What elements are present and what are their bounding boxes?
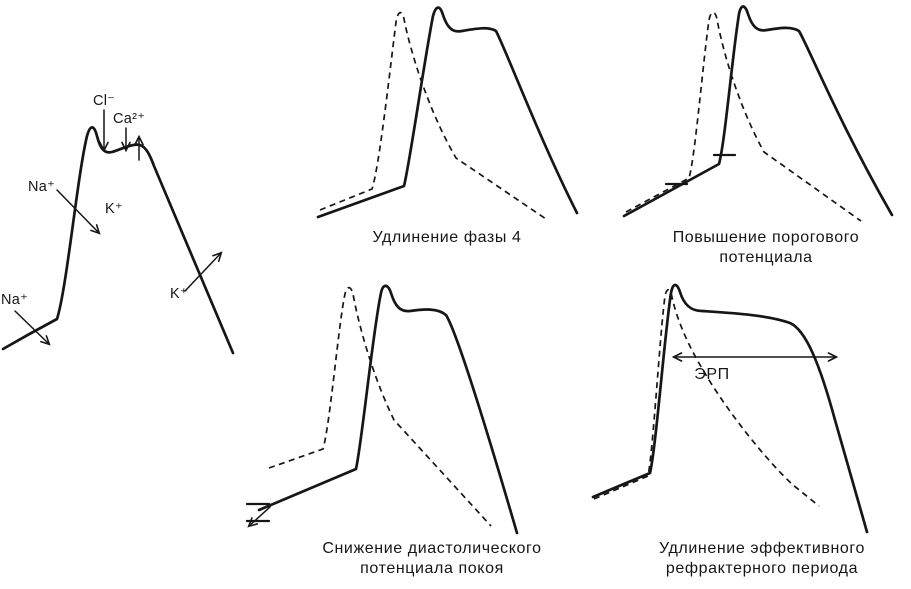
ap-curve-dashed-erp	[593, 288, 820, 507]
ap-curve-solid-erp	[591, 283, 869, 534]
ap-curve-dashed-phase4	[319, 11, 547, 220]
k-phase1-label: K⁺	[105, 201, 123, 217]
caption-resting-line2: потенциала покоя	[360, 560, 504, 577]
panel-phase4-prolongation: Удлинение фазы 4	[316, 6, 579, 246]
panel-resting-potential-lowering: Снижение диастолического потенциала поко…	[245, 284, 541, 577]
caption-resting-line1: Снижение диастолического	[322, 540, 541, 557]
panel-erp-prolongation: ЭРП Удлинение эффективного рефрактерного…	[591, 283, 869, 577]
ap-curve-solid-threshold	[622, 5, 894, 218]
ap-curve-dashed-threshold	[625, 11, 862, 222]
na-phase0-label: Na⁺	[28, 179, 55, 195]
ap-curve-solid-phase4	[316, 6, 579, 219]
caption-threshold-line2: потенциала	[719, 249, 812, 266]
cl-label: Cl⁻	[93, 93, 115, 109]
caption-erp-line1: Удлинение эффективного	[659, 540, 865, 557]
erp-span-label: ЭРП	[694, 366, 729, 383]
na-rest-label: Na⁺	[1, 292, 28, 308]
k-efflux-arrow	[184, 251, 223, 292]
k-phase3-label: K⁺	[170, 286, 188, 302]
panel-threshold-elevation: Повышение порогового потенциала	[622, 5, 894, 266]
resting-shift-arrow	[247, 506, 271, 528]
ap-curve-solid-resting	[257, 284, 519, 535]
ap-curve-dashed-resting	[268, 286, 492, 527]
ca-label: Ca²⁺	[113, 111, 145, 127]
na-rest-arrow	[14, 310, 51, 346]
caption-phase4: Удлинение фазы 4	[372, 229, 521, 246]
na-influx-arrow	[56, 189, 101, 235]
panel-ion-currents: Cl⁻ Ca²⁺ Na⁺ K⁺ Na⁺ K⁺	[1, 93, 235, 355]
ap-curve-ion-panel	[1, 126, 235, 355]
caption-threshold-line1: Повышение порогового	[673, 229, 860, 246]
caption-erp-line2: рефрактерного периода	[666, 560, 858, 577]
